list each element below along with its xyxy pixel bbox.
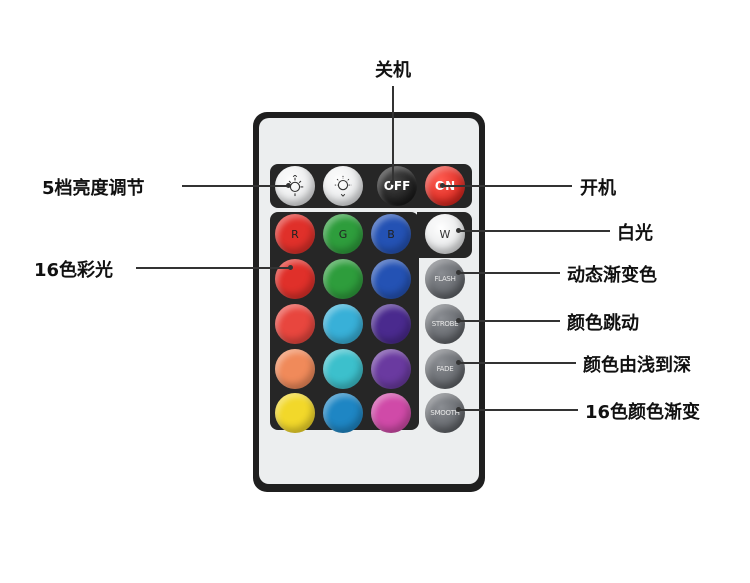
strobe-button[interactable]: STROBE xyxy=(425,304,465,344)
callout-white-light: 白光 xyxy=(617,223,653,244)
blue-label: B xyxy=(387,227,395,241)
power-off-button[interactable]: OFF xyxy=(377,166,417,206)
callout-power-on: 开机 xyxy=(580,178,616,199)
strobe-label: STROBE xyxy=(431,320,459,328)
callout-color-16: 16色彩光 xyxy=(34,260,114,281)
color-button-r4c3[interactable] xyxy=(371,349,411,389)
callout-brightness: 5档亮度调节 xyxy=(42,178,145,199)
leader-dot-power-on xyxy=(440,183,445,188)
leader-color-16 xyxy=(136,267,290,269)
callout-power-off: 关机 xyxy=(375,60,411,81)
leader-dot-strobe-mode xyxy=(456,318,461,323)
color-button-r3c2[interactable] xyxy=(323,304,363,344)
callout-strobe-mode: 颜色跳动 xyxy=(567,313,639,334)
power-off-label: OFF xyxy=(383,179,411,193)
callout-smooth-mode: 16色颜色渐变 xyxy=(585,402,701,423)
white-label: W xyxy=(439,227,451,241)
leader-dot-smooth-mode xyxy=(456,407,461,412)
blue-button[interactable]: B xyxy=(371,214,411,254)
color-button-r4c2[interactable] xyxy=(323,349,363,389)
leader-smooth-mode xyxy=(458,409,578,411)
callout-flash-mode: 动态渐变色 xyxy=(567,265,657,286)
fade-label: FADE xyxy=(436,365,454,373)
color-button-r4c1[interactable] xyxy=(275,349,315,389)
leader-dot-brightness xyxy=(286,183,291,188)
sun-down-icon xyxy=(334,175,352,197)
color-button-r2c2[interactable] xyxy=(323,259,363,299)
color-button-r3c3[interactable] xyxy=(371,304,411,344)
leader-power-off xyxy=(392,86,394,182)
color-button-r2c1[interactable] xyxy=(275,259,315,299)
leader-dot-flash-mode xyxy=(456,270,461,275)
callout-fade-mode: 颜色由浅到深 xyxy=(583,355,691,376)
red-label: R xyxy=(291,227,299,241)
leader-flash-mode xyxy=(458,272,560,274)
leader-power-on xyxy=(442,185,572,187)
color-button-r5c3[interactable] xyxy=(371,393,411,433)
leader-dot-color-16 xyxy=(288,265,293,270)
flash-label: FLASH xyxy=(434,275,456,283)
remote-face: OFF ON R G B W FLA xyxy=(259,118,479,484)
leader-fade-mode xyxy=(458,362,576,364)
remote-control: OFF ON R G B W FLA xyxy=(253,112,485,492)
leader-white-light xyxy=(458,230,610,232)
color-button-r2c3[interactable] xyxy=(371,259,411,299)
fade-button[interactable]: FADE xyxy=(425,349,465,389)
green-label: G xyxy=(338,227,348,241)
leader-strobe-mode xyxy=(458,320,560,322)
color-button-r5c2[interactable] xyxy=(323,393,363,433)
brightness-down-button[interactable] xyxy=(323,166,363,206)
flash-button[interactable]: FLASH xyxy=(425,259,465,299)
leader-dot-fade-mode xyxy=(456,360,461,365)
leader-dot-white-light xyxy=(456,228,461,233)
color-button-r3c1[interactable] xyxy=(275,304,315,344)
leader-dot-power-off xyxy=(390,180,395,185)
smooth-label: SMOOTH xyxy=(430,409,460,417)
green-button[interactable]: G xyxy=(323,214,363,254)
leader-brightness xyxy=(182,185,288,187)
white-button[interactable]: W xyxy=(425,214,465,254)
smooth-button[interactable]: SMOOTH xyxy=(425,393,465,433)
color-button-r5c1[interactable] xyxy=(275,393,315,433)
red-button[interactable]: R xyxy=(275,214,315,254)
